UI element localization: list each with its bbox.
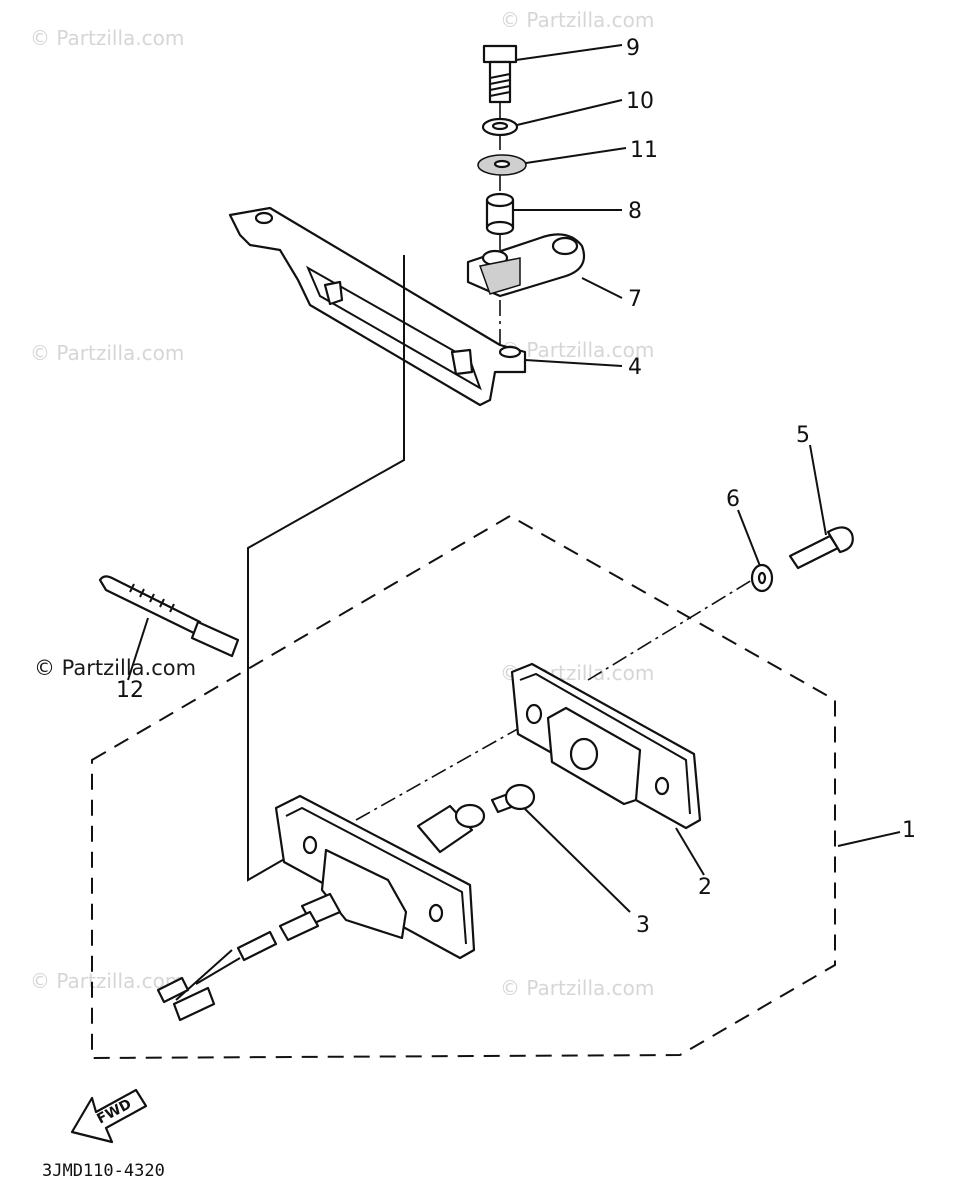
leader-lines: [127, 44, 901, 913]
watermark: © Partzilla.com: [500, 8, 654, 32]
forward-direction-arrow-icon: FWD: [70, 1088, 148, 1144]
socket-housing-part[interactable]: [156, 794, 486, 1022]
part-number-label: 3: [636, 913, 650, 938]
part-number-label: 9: [626, 36, 640, 61]
lens-part[interactable]: [510, 662, 702, 830]
guide-line: [247, 255, 405, 882]
assembly-outline: [91, 514, 836, 1060]
part-number-label: 4: [628, 355, 642, 380]
watermark: © Partzilla.com: [34, 656, 196, 680]
spring-washer-part[interactable]: [481, 117, 519, 137]
part-number-label: 8: [628, 199, 642, 224]
bracket-part[interactable]: [228, 206, 527, 407]
part-number-label: 6: [726, 487, 740, 512]
drawing-code: 3JMD110-4320: [42, 1161, 165, 1181]
part-number-label: 11: [630, 138, 658, 163]
part-number-label: 5: [796, 423, 810, 448]
center-line: [587, 579, 753, 681]
stay-part[interactable]: [466, 233, 586, 298]
screw-part[interactable]: [788, 526, 854, 570]
part-number-label: 12: [116, 678, 144, 703]
part-number-label: 10: [626, 89, 654, 114]
bulb-part[interactable]: [490, 783, 536, 814]
watermark: © Partzilla.com: [30, 26, 184, 50]
center-line: [355, 721, 531, 821]
watermark: © Partzilla.com: [30, 341, 184, 365]
bolt-part[interactable]: [482, 44, 518, 104]
part-number-label: 1: [902, 818, 916, 843]
cable-tie-part[interactable]: [98, 575, 240, 658]
part-number-label: 7: [628, 287, 642, 312]
collar-part[interactable]: [485, 192, 515, 236]
watermark: © Partzilla.com: [500, 976, 654, 1000]
plain-washer-part[interactable]: [477, 154, 527, 176]
washer-part[interactable]: [750, 563, 774, 593]
part-number-label: 2: [698, 875, 712, 900]
